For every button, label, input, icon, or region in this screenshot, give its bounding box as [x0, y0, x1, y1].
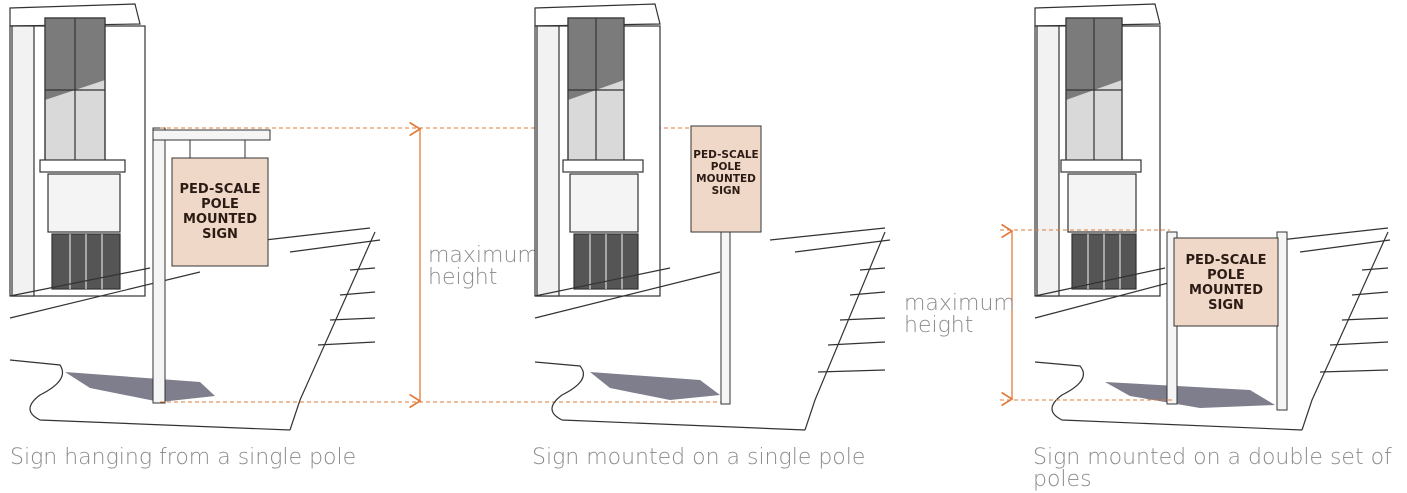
sign-line: PED-SCALE: [180, 182, 261, 197]
hanging-sign: PED-SCALE POLE MOUNTED SIGN: [171, 157, 269, 267]
sign-shadow: [1105, 382, 1275, 408]
dimension-label: maximum: [904, 291, 1015, 316]
sign-line: POLE: [201, 197, 239, 212]
building-illustration: [534, 3, 721, 319]
sign-line: SIGN: [1208, 298, 1244, 313]
building-illustration: [9, 3, 201, 319]
caption-single-pole-sign: Sign mounted on a single pole: [532, 445, 866, 470]
caption-double-pole-sign: Sign mounted on a double set of poles: [1033, 445, 1392, 492]
sign-line: SIGN: [202, 227, 238, 242]
single-pole: [720, 231, 731, 405]
sign-line: POLE: [711, 161, 742, 173]
panel-hanging-sign: PED-SCALE POLE MOUNTED SIGN: [9, 3, 381, 431]
sign-line: MOUNTED: [696, 173, 756, 185]
sign-shadow: [590, 372, 720, 400]
single-pole-sign: PED-SCALE POLE MOUNTED SIGN: [690, 125, 762, 233]
sign-line: MOUNTED: [183, 212, 257, 227]
sign-line: PED-SCALE: [693, 149, 758, 161]
dimension-label: height: [904, 313, 973, 338]
caption-hanging-sign: Sign hanging from a single pole: [10, 445, 357, 470]
sign-line: POLE: [1207, 268, 1245, 283]
hanging-pole: [152, 127, 271, 404]
sidewalk-illustration: [9, 227, 381, 431]
dimension-label: height: [428, 265, 497, 290]
sign-line: MOUNTED: [1189, 283, 1263, 298]
double-pole-sign: PED-SCALE POLE MOUNTED SIGN: [1173, 237, 1279, 327]
sidewalk-illustration: [534, 227, 891, 431]
sign-shadow: [65, 372, 215, 402]
sign-line: SIGN: [712, 185, 741, 197]
building-illustration: [1034, 3, 1211, 319]
sidewalk-illustration: [1034, 227, 1391, 431]
sign-line: PED-SCALE: [1186, 253, 1267, 268]
panel-double-pole-sign: PED-SCALE POLE MOUNTED SIGN: [1034, 3, 1391, 431]
dimension-height-2: maximum height: [904, 230, 1172, 400]
dimension-height-1: maximum height: [160, 128, 725, 402]
panel-single-pole-sign: PED-SCALE POLE MOUNTED SIGN: [534, 3, 891, 431]
dimension-label: maximum: [428, 243, 539, 268]
